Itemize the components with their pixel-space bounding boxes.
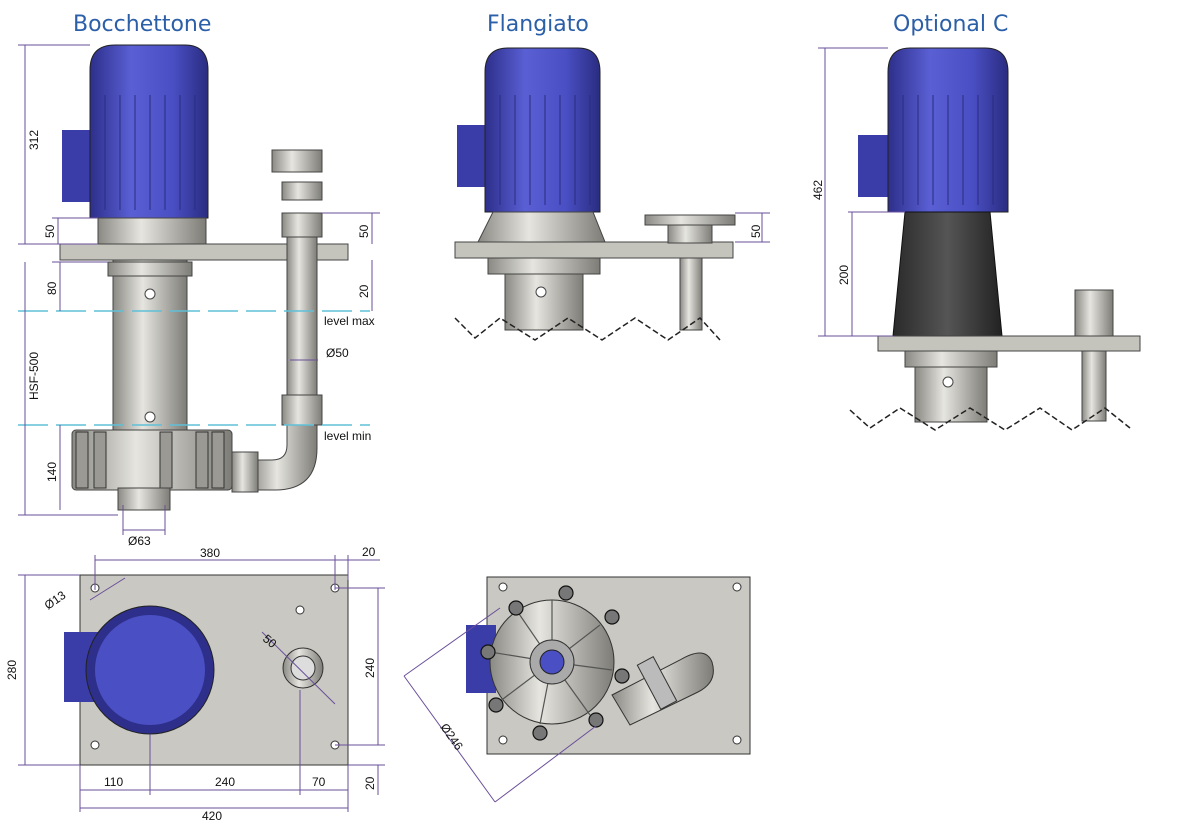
motor-body xyxy=(89,44,209,219)
flangiato-view: 50 xyxy=(454,47,770,341)
dim-50-top: 50 xyxy=(43,224,57,238)
casing-bolts xyxy=(75,431,225,489)
dim-240-horizontal: 240 xyxy=(215,775,235,789)
dim-70: 70 xyxy=(312,775,326,789)
dim-280: 280 xyxy=(5,660,19,680)
dim-hsf: HSF-500 xyxy=(27,352,41,400)
title-flangiato: Flangiato xyxy=(487,12,589,37)
union-ring xyxy=(281,181,323,201)
bocchettone-top-view: 380 20 Ø13 280 240 50 110 240 70 20 420 xyxy=(5,545,385,823)
dim-420: 420 xyxy=(202,809,222,823)
pump-column xyxy=(112,259,188,431)
lantern xyxy=(97,217,207,245)
dim-20-top: 20 xyxy=(362,545,376,559)
level-min-label: level min xyxy=(324,429,371,443)
dim-50-flangiato: 50 xyxy=(749,224,763,238)
bocchettone-dimension-lines xyxy=(18,44,380,535)
lantern-extension xyxy=(892,211,1003,337)
dim-d246: Ø246 xyxy=(438,721,466,753)
bocchettone-front-view: level max level min 312 50 80 HSF-500 14… xyxy=(18,44,380,548)
dim-380: 380 xyxy=(200,546,220,560)
flangiato-bottom-view: Ø246 xyxy=(403,576,751,803)
optional-c-view: 462 200 xyxy=(811,47,1141,431)
dim-240-vertical: 240 xyxy=(363,658,377,678)
dim-d63: Ø63 xyxy=(128,534,151,548)
title-bocchettone: Bocchettone xyxy=(73,12,212,37)
union-nut xyxy=(271,149,323,173)
dim-200: 200 xyxy=(837,265,851,285)
level-max-label: level max xyxy=(324,314,375,328)
dim-50-right: 50 xyxy=(357,224,371,238)
motor-fins xyxy=(104,95,196,210)
dim-20-bottom: 20 xyxy=(363,776,377,790)
dim-20-right: 20 xyxy=(357,284,371,298)
dim-80: 80 xyxy=(45,281,59,295)
dim-d50: Ø50 xyxy=(326,346,349,360)
optional-base-plate xyxy=(877,335,1141,352)
title-optional-c: Optional C xyxy=(893,12,1009,37)
base-plate xyxy=(59,243,349,261)
dim-d13: Ø13 xyxy=(42,588,69,613)
dim-110: 110 xyxy=(104,775,123,789)
flangiato-base-plate xyxy=(454,241,734,259)
dim-462: 462 xyxy=(811,180,825,200)
dim-312: 312 xyxy=(27,130,41,150)
dim-140: 140 xyxy=(45,462,59,482)
